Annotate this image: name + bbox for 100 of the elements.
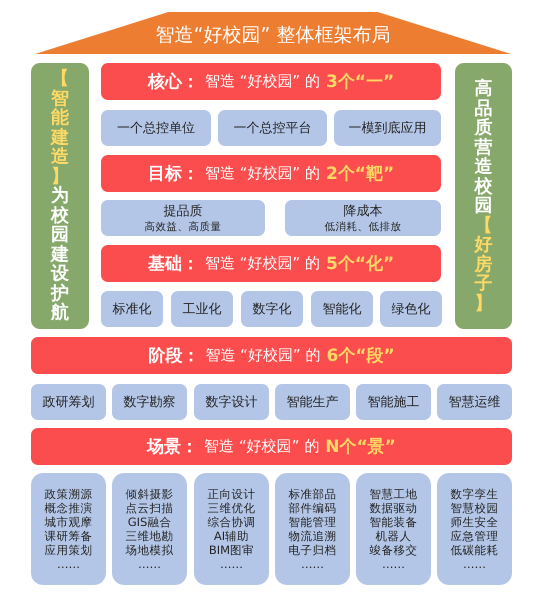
scene-item: 竣备移交: [370, 543, 418, 557]
scene-item: 三维优化: [208, 501, 256, 515]
scene-box: [356, 473, 431, 585]
highlight-text: N个“景”: [325, 436, 396, 458]
item-label: 智能生产: [286, 394, 338, 411]
item-label: 智能化: [322, 301, 362, 318]
item-label: 一模到底应用: [348, 120, 426, 137]
scene-item: 场地模拟: [126, 543, 174, 557]
heading-text: 智造 “好校园” 的: [204, 437, 320, 456]
item-box: [380, 291, 442, 327]
item-box: [437, 384, 512, 420]
scene-item: 应急管理: [450, 529, 498, 543]
item-box: [285, 200, 441, 236]
scene-item: ……: [138, 557, 161, 571]
item-box: [275, 384, 350, 420]
scene-item: 倾斜摄影: [126, 487, 174, 501]
heading-text: 智造 “好校园” 的: [204, 72, 320, 91]
scene-item: 数据驱动: [370, 501, 418, 515]
banner-text: 为校园建设护航: [50, 186, 70, 323]
item-label: 标准化: [112, 301, 152, 318]
banner-title: 智造“好校园” 整体框架布局: [156, 23, 390, 48]
heading-bar: [31, 337, 512, 374]
item-label: 数字化: [252, 301, 292, 318]
heading-label: 目标：: [148, 163, 199, 185]
item-box: [31, 384, 106, 420]
scene-item: 智慧工地: [370, 487, 418, 501]
heading-bar: [31, 428, 512, 465]
item-subtitle: 低消耗、低排放: [324, 220, 402, 234]
scene-item: 点云扫描: [126, 501, 174, 515]
heading-label: 核心：: [148, 71, 199, 93]
scene-box: [275, 473, 350, 585]
heading-bar: [101, 63, 441, 100]
item-label: 智慧运维: [448, 394, 500, 411]
item-box: [171, 291, 233, 327]
highlight-text: 3个“一”: [326, 71, 394, 93]
side-banner: [31, 63, 89, 329]
scene-item: 课研筹备: [44, 529, 92, 543]
item-label: 提品质: [164, 203, 202, 220]
item-box: [101, 200, 265, 236]
scene-box: [194, 473, 269, 585]
scene-item: ……: [220, 557, 243, 571]
roof-banner: [35, 12, 511, 54]
scene-item: 智慧校园: [450, 501, 498, 515]
scene-item: 城市观摩: [44, 515, 92, 529]
item-subtitle: 高效益、高质量: [144, 220, 222, 234]
highlight-text: 【好房子】: [474, 216, 493, 313]
scene-item: ……: [463, 557, 486, 571]
item-box: [241, 291, 303, 327]
heading-label: 阶段：: [148, 345, 200, 367]
scene-item: 物流追溯: [288, 529, 336, 543]
highlight-text: 5个“化”: [326, 253, 394, 275]
scene-item: 正向设计: [208, 487, 256, 501]
item-label: 政研筹划: [42, 394, 94, 411]
item-box: [101, 110, 211, 146]
scene-item: 智能管理: [288, 515, 336, 529]
scene-item: 政策溯源: [44, 487, 92, 501]
scene-item: 综合协调: [208, 515, 256, 529]
highlight-text: 6个“段”: [326, 345, 395, 367]
item-label: 一个总控单位: [117, 120, 195, 137]
scene-item: 智能装备: [370, 515, 418, 529]
item-label: 降成本: [344, 203, 382, 220]
scene-box: [112, 473, 187, 585]
item-box: [101, 291, 163, 327]
scene-item: 数字孪生: [450, 487, 498, 501]
banner-text: 高品质营造校园: [474, 79, 493, 216]
scene-item: 应用策划: [44, 543, 92, 557]
heading-bar: [101, 155, 441, 192]
item-label: 一个总控平台: [234, 120, 312, 137]
item-label: 智能施工: [368, 394, 420, 411]
scene-item: GIS融合: [128, 515, 172, 529]
item-box: [334, 110, 441, 146]
scene-item: 师生安全: [450, 515, 498, 529]
item-box: [311, 291, 373, 327]
item-label: 绿色化: [392, 301, 430, 318]
scene-box: [437, 473, 512, 585]
item-box: [112, 384, 187, 420]
scene-item: ……: [301, 557, 324, 571]
scene-item: BIM图审: [208, 543, 254, 557]
scene-item: ……: [382, 557, 405, 571]
heading-text: 智造 “好校园” 的: [204, 164, 320, 183]
heading-label: 场景：: [147, 436, 198, 458]
scene-item: ……: [57, 557, 80, 571]
scene-item: 部件编码: [288, 501, 336, 515]
highlight-text: 【智能建造】: [50, 69, 70, 186]
heading-label: 基础：: [148, 253, 199, 275]
scene-item: 三维地勘: [126, 529, 174, 543]
scene-item: 电子归档: [288, 543, 336, 557]
scene-item: 标准部品: [288, 487, 336, 501]
side-banner: [455, 63, 512, 329]
item-box: [218, 110, 327, 146]
scene-item: AI辅助: [214, 529, 250, 543]
item-label: 数字设计: [206, 394, 258, 411]
heading-text: 智造 “好校园” 的: [205, 346, 320, 365]
scene-box: [31, 473, 106, 585]
scene-item: 机器人: [376, 529, 412, 543]
item-label: 数字勘察: [124, 394, 176, 411]
item-label: 工业化: [182, 301, 222, 318]
scene-item: 概念推演: [44, 501, 92, 515]
scene-item: 低碳能耗: [450, 543, 498, 557]
item-box: [194, 384, 269, 420]
